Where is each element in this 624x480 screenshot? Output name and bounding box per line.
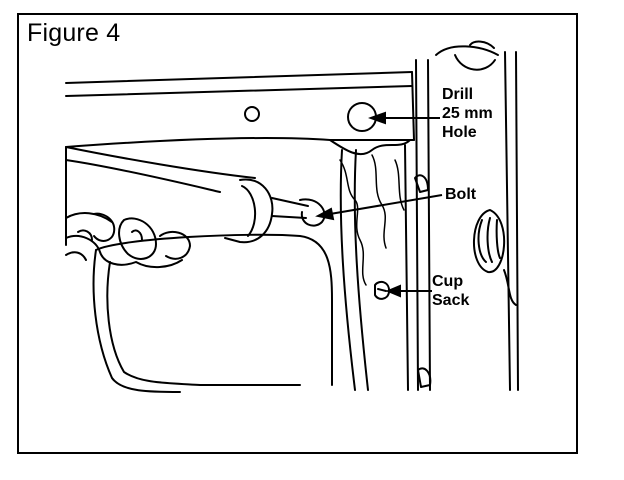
seam xyxy=(339,154,405,286)
figure-title: Figure 4 xyxy=(27,19,121,47)
callout-drill-line-2: 25 mm xyxy=(442,105,493,122)
callout-cup-sack-line-2: Sack xyxy=(432,292,470,309)
callout-cup-sack: Cup Sack xyxy=(432,272,469,310)
grommet xyxy=(473,209,517,306)
callout-drill-line-3: Hole xyxy=(442,124,477,141)
bolt-arrow xyxy=(329,194,443,215)
tool-barrel xyxy=(65,146,326,244)
door-beam xyxy=(65,71,415,156)
figure-frame xyxy=(17,13,578,454)
callout-cup-sack-line-1: Cup xyxy=(432,273,464,290)
panel-opening xyxy=(65,146,333,393)
door-pillar xyxy=(339,40,519,391)
callout-drill-line-1: Drill xyxy=(442,86,474,103)
hand xyxy=(65,212,191,268)
small-hole xyxy=(244,106,260,122)
callout-bolt: Bolt xyxy=(445,186,477,203)
callout-drill: Drill 25 mm Hole xyxy=(442,85,493,142)
